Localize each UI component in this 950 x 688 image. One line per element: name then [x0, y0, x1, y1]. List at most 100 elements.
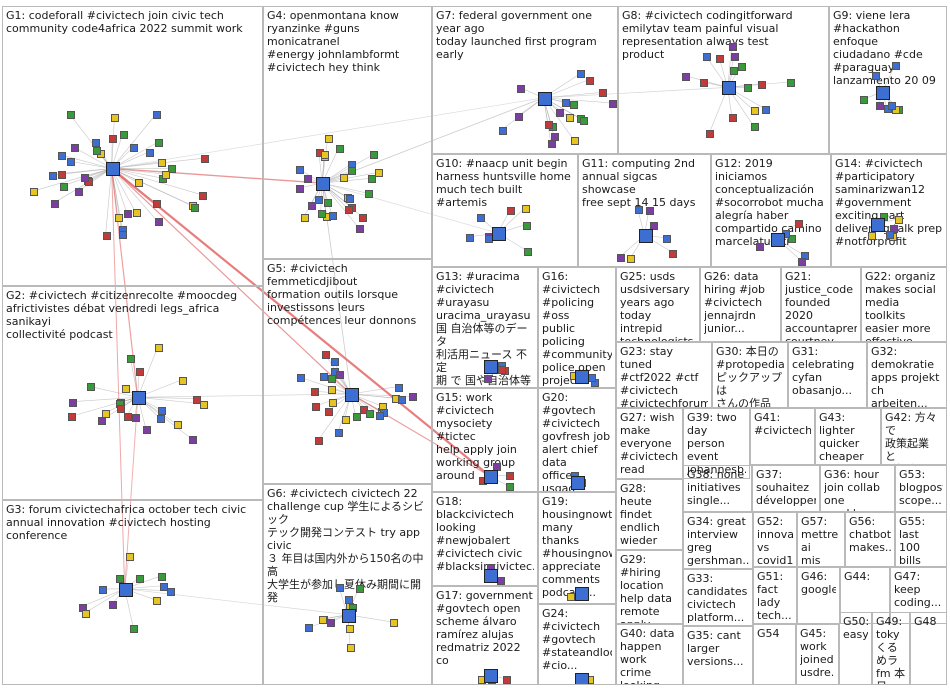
- node-g7-4[interactable]: [571, 137, 580, 146]
- node-g6-10[interactable]: [390, 619, 399, 628]
- group-g21[interactable]: G21: justice_code founded 2020 accountap…: [781, 267, 861, 342]
- node-g5-22[interactable]: [376, 411, 385, 420]
- node-g11-0[interactable]: [627, 255, 636, 264]
- node-g1-17[interactable]: [93, 147, 102, 156]
- hub-node-g15[interactable]: [484, 470, 499, 485]
- node-g1-9[interactable]: [132, 209, 141, 218]
- node-g6-9[interactable]: [319, 616, 328, 625]
- node-g2-3[interactable]: [157, 415, 166, 424]
- node-g4-16[interactable]: [335, 144, 344, 153]
- node-g5-9[interactable]: [321, 350, 330, 359]
- node-g5-17[interactable]: [352, 412, 361, 421]
- group-g7[interactable]: G7: federal government one year ago toda…: [432, 6, 618, 154]
- node-g7-8[interactable]: [608, 99, 617, 108]
- node-g2-10[interactable]: [158, 407, 167, 416]
- group-g31[interactable]: G31: celebrating cyfan obasanjo...: [788, 342, 867, 408]
- node-g2-17[interactable]: [98, 417, 107, 426]
- hub-node-g4[interactable]: [316, 177, 331, 192]
- group-g29[interactable]: G29: #hiring location help data remote a…: [616, 550, 683, 624]
- node-g5-11[interactable]: [409, 393, 418, 402]
- node-g4-11[interactable]: [375, 169, 384, 178]
- node-g6-11[interactable]: [335, 584, 344, 593]
- node-g4-6[interactable]: [359, 213, 368, 222]
- node-g1-11[interactable]: [167, 165, 176, 174]
- node-g1-19[interactable]: [51, 199, 60, 208]
- node-g4-8[interactable]: [307, 202, 316, 211]
- node-g2-4[interactable]: [121, 385, 130, 393]
- hub-node-g7[interactable]: [537, 91, 552, 106]
- group-g53[interactable]: G53: blogpost scope...: [895, 465, 947, 512]
- node-g7-17[interactable]: [565, 114, 574, 123]
- node-g8-7[interactable]: [750, 123, 759, 132]
- hub-node-g9[interactable]: [876, 85, 891, 100]
- node-g1-12[interactable]: [67, 158, 76, 167]
- node-g8-15[interactable]: [728, 42, 737, 51]
- hub-node-g16[interactable]: [574, 369, 589, 384]
- node-g5-15[interactable]: [394, 383, 403, 392]
- group-g11[interactable]: G11: computing 2nd annual sigcas showcas…: [578, 154, 711, 267]
- node-g2-6[interactable]: [199, 400, 208, 409]
- group-g37[interactable]: G37: souhaitez développen...: [752, 465, 820, 512]
- node-g5-13[interactable]: [334, 429, 343, 438]
- node-g12-3[interactable]: [755, 243, 764, 251]
- node-g7-0[interactable]: [598, 89, 607, 98]
- node-g9-6[interactable]: [876, 101, 885, 110]
- node-g11-3[interactable]: [634, 206, 643, 215]
- node-g11-5[interactable]: [663, 234, 672, 243]
- node-g1-39[interactable]: [153, 110, 162, 119]
- node-g1-6[interactable]: [58, 152, 67, 161]
- node-g9-2[interactable]: [860, 96, 869, 105]
- node-g14-0[interactable]: [890, 225, 899, 234]
- group-g5[interactable]: G5: #civictech femmeticdjibout formation…: [263, 259, 432, 484]
- group-g8[interactable]: G8: #civictech codingitforward emilytav …: [618, 6, 829, 154]
- node-g10-6[interactable]: [476, 213, 485, 222]
- group-g4[interactable]: G4: openmontana know ryanzinke #guns mon…: [263, 6, 432, 259]
- group-g32[interactable]: G32: demokratie apps projekt ch arbeiten…: [867, 342, 947, 408]
- node-g1-30[interactable]: [161, 171, 170, 180]
- node-g2-16[interactable]: [68, 413, 77, 422]
- node-g8-5[interactable]: [731, 52, 740, 61]
- node-g2-21[interactable]: [86, 383, 95, 392]
- hub-node-g14[interactable]: [871, 218, 886, 233]
- group-g23[interactable]: G23: stay tuned #ctf2022 #ctf #civictech…: [616, 342, 712, 408]
- node-g2-5[interactable]: [174, 421, 183, 430]
- group-g9[interactable]: G9: viene lera #hackathon enfoque ciudad…: [829, 6, 947, 154]
- node-g15-2[interactable]: [505, 483, 514, 491]
- node-g11-1[interactable]: [645, 206, 654, 215]
- hub-node-g11[interactable]: [638, 229, 653, 244]
- node-g3-8[interactable]: [130, 625, 139, 633]
- hub-node-g10[interactable]: [491, 227, 506, 242]
- node-g4-18[interactable]: [367, 175, 376, 184]
- node-g2-20[interactable]: [117, 405, 126, 414]
- node-g1-32[interactable]: [29, 188, 38, 197]
- hub-node-g19[interactable]: [574, 586, 589, 601]
- node-g5-14[interactable]: [328, 374, 337, 383]
- node-g8-12[interactable]: [730, 67, 739, 76]
- node-g10-7[interactable]: [507, 206, 516, 215]
- group-g3[interactable]: G3: forum civictechafrica october tech c…: [2, 500, 263, 685]
- group-g27[interactable]: G27: wish make everyone #civictech read …: [616, 408, 683, 479]
- node-g16-2[interactable]: [587, 374, 596, 383]
- node-g1-23[interactable]: [119, 230, 128, 239]
- node-g6-1[interactable]: [347, 644, 356, 653]
- group-g28[interactable]: G28: heute findet endlich wieder richtig…: [616, 479, 683, 550]
- node-g11-4[interactable]: [669, 249, 678, 258]
- node-g15-3[interactable]: [505, 471, 514, 480]
- group-g57[interactable]: G57: mettre ai mis: [797, 512, 845, 567]
- node-g4-21[interactable]: [321, 150, 330, 159]
- node-g9-1[interactable]: [892, 61, 901, 70]
- node-g5-25[interactable]: [336, 371, 345, 380]
- group-g35[interactable]: G35: cant larger versions...: [683, 626, 753, 685]
- node-g2-11[interactable]: [131, 413, 140, 422]
- group-g6[interactable]: G6: #civictech civictech 22 challenge cu…: [263, 484, 432, 685]
- node-g7-2[interactable]: [586, 76, 595, 85]
- node-g2-15[interactable]: [68, 398, 77, 407]
- node-g5-12[interactable]: [296, 374, 305, 383]
- group-g39[interactable]: G39: two day person event johannesb...: [683, 408, 750, 479]
- group-g45[interactable]: G45: work joined usdre...: [796, 624, 839, 685]
- node-g1-24[interactable]: [102, 231, 111, 240]
- node-g7-13[interactable]: [577, 70, 586, 79]
- group-g24[interactable]: G24: #civictech #govtech #stateandlocal …: [538, 604, 616, 685]
- node-g6-0[interactable]: [327, 619, 336, 628]
- hub-node-g8[interactable]: [721, 81, 736, 96]
